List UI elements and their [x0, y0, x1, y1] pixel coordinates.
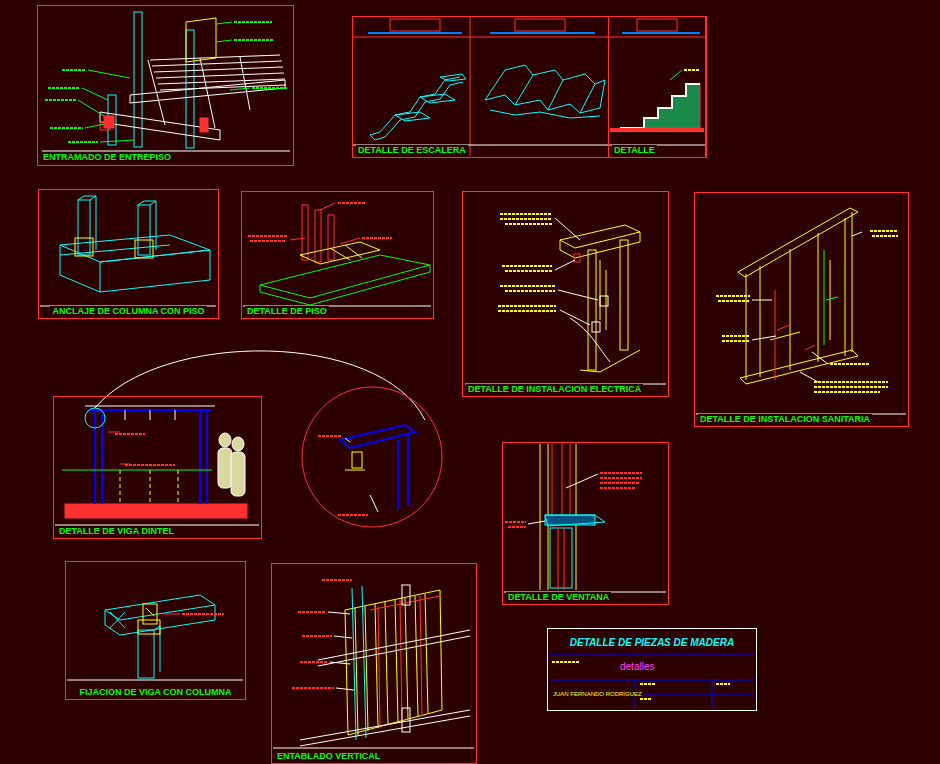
title-block-lines — [550, 655, 754, 708]
stair-drawing — [353, 17, 705, 156]
panel-title: DETALLE DE VENTANA — [506, 592, 611, 603]
panel-title: DETALLE DE ESCALERA — [356, 145, 468, 156]
enlarged-detail-drawing — [302, 387, 442, 527]
detail-panel: DETALLE DE ESCALERA DETALLE — [352, 16, 706, 158]
plumbing-drawing — [696, 208, 906, 414]
lintel-drawing — [55, 351, 425, 525]
panel-title: DETALLE DE VIGA DINTEL — [57, 526, 176, 537]
floor-detail-drawing — [243, 203, 431, 306]
title-block-text: detalles — [618, 660, 656, 673]
detail-panel: ENTRAMADO DE ENTREPISO — [37, 5, 294, 166]
detail-panel: DETALLE — [608, 16, 707, 158]
floor-framing-drawing — [42, 12, 290, 151]
detail-panel: FIJACION DE VIGA CON COLUMNA — [65, 561, 246, 700]
panel-title: ENTRAMADO DE ENTREPISO — [41, 152, 173, 163]
panel-title: DETALLE — [612, 145, 657, 156]
panel-title: DETALLE DE INSTALACION SANITARIA — [698, 414, 872, 425]
detail-panel: DETALLE DE INSTALACION ELECTRICA — [462, 191, 669, 397]
detail-panel: DETALLE DE VIGA DINTEL — [53, 396, 262, 539]
panel-title: ENTABLADO VERTICAL — [275, 751, 382, 762]
detail-panel: DETALLE DE PISO — [241, 191, 434, 319]
title-block-text: JUAN FERNANDO RODRIGUEZ — [551, 690, 644, 698]
panel-title: FIJACION DE VIGA CON COLUMNA — [77, 687, 233, 698]
detail-panel: ANCLAJE DE COLUMNA CON PISO — [38, 189, 219, 319]
title-block: DETALLE DE PIEZAS DE MADERA detallesJUAN … — [547, 628, 757, 711]
panel-title: DETALLE DE INSTALACION ELECTRICA — [466, 384, 643, 395]
window-drawing — [504, 444, 666, 592]
title-block-text: DETALLE DE PIEZAS DE MADERA — [568, 636, 736, 649]
column-anchor-drawing — [40, 196, 216, 306]
beam-column-joint-drawing — [67, 595, 243, 680]
vertical-boarding-drawing — [273, 580, 474, 748]
detail-panel: ENTABLADO VERTICAL — [271, 563, 477, 764]
detail-panel: DETALLE DE VENTANA — [502, 442, 669, 605]
electrical-drawing — [465, 214, 666, 384]
detail-panel: DETALLE DE INSTALACION SANITARIA — [694, 192, 909, 427]
panel-title: DETALLE DE PISO — [245, 306, 329, 317]
panel-title: ANCLAJE DE COLUMNA CON PISO — [50, 306, 206, 317]
